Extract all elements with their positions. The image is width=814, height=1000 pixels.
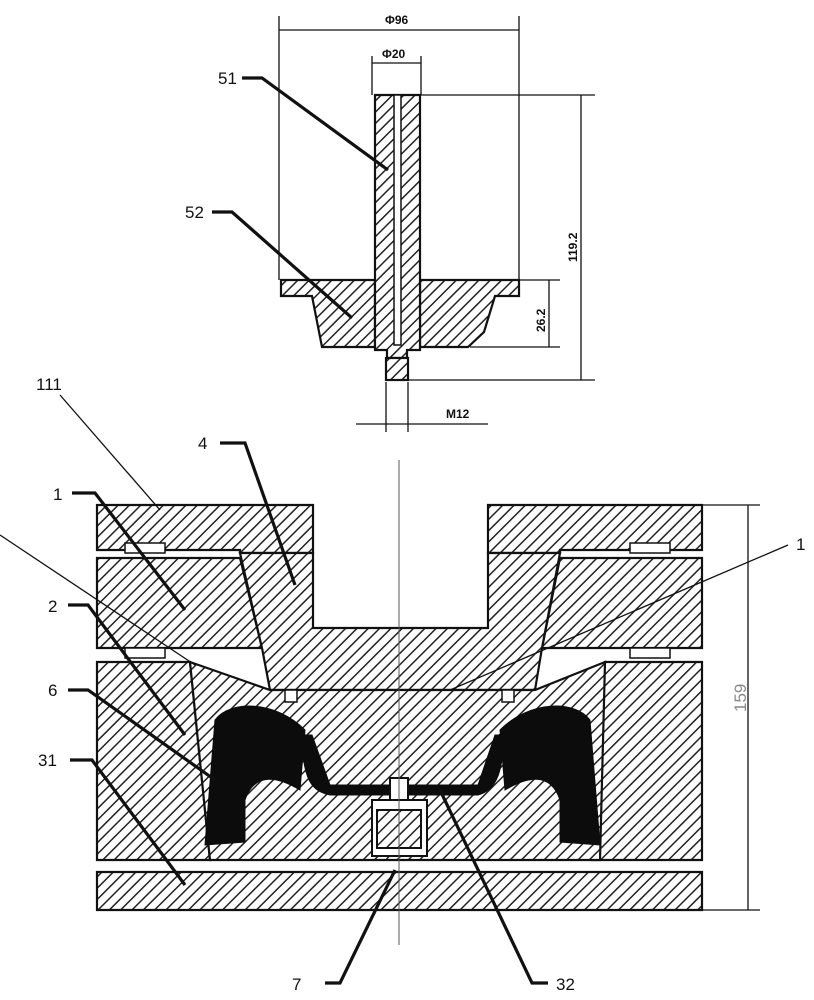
die-assembly: 159 111 4 1 2 6 31 1 7 32 — [0, 375, 805, 994]
gap-mid-right — [629, 647, 671, 659]
label-111: 111 — [36, 375, 62, 394]
dim-flange-height: 26.2 — [534, 308, 548, 332]
label-2: 2 — [48, 597, 57, 616]
label-4: 4 — [198, 434, 207, 453]
leader-52 — [212, 210, 354, 320]
leader-extra — [0, 534, 196, 666]
dim-pin-dia: Φ20 — [382, 47, 406, 61]
leader-7 — [325, 869, 397, 985]
label-31: 31 — [38, 751, 57, 770]
leader-6 — [68, 688, 216, 782]
gap-top-left — [124, 542, 166, 554]
core-32 — [188, 660, 607, 862]
gap-top-right — [629, 542, 671, 554]
pin-bore — [393, 94, 402, 346]
workpiece-6-left — [204, 705, 306, 846]
leader-4 — [220, 441, 297, 586]
dim-top-width: Φ96 — [385, 13, 409, 27]
punch-body-4 — [238, 551, 562, 692]
dim-die-height: 159 — [731, 684, 750, 712]
label-7: 7 — [292, 975, 301, 994]
dim-total-height: 119.2 — [566, 232, 580, 262]
label-52: 52 — [185, 203, 204, 222]
workpiece-6-center — [299, 734, 506, 796]
leader-32 — [438, 789, 548, 985]
leader-31 — [70, 758, 187, 886]
leader-1-left — [72, 491, 187, 611]
pin-thread-stub — [384, 356, 410, 382]
leader-2 — [68, 603, 187, 736]
ring-right-1 — [540, 556, 704, 650]
leader-51 — [242, 76, 389, 172]
die-body-2-right — [590, 660, 704, 862]
label-51: 51 — [218, 69, 237, 88]
workpiece-6-right — [499, 705, 601, 846]
label-6: 6 — [48, 681, 57, 700]
vent-left — [284, 689, 298, 703]
leader-1-right — [449, 544, 789, 691]
punch-assembly: Φ96 Φ20 119.2 26.2 M12 51 52 — [185, 13, 595, 432]
gap-mid-left — [124, 647, 166, 659]
vent-right — [501, 689, 515, 703]
label-1-left: 1 — [53, 485, 62, 504]
label-32: 32 — [556, 975, 575, 994]
label-1-right: 1 — [796, 535, 805, 554]
dim-thread: M12 — [446, 407, 470, 421]
leader-111 — [59, 394, 161, 511]
